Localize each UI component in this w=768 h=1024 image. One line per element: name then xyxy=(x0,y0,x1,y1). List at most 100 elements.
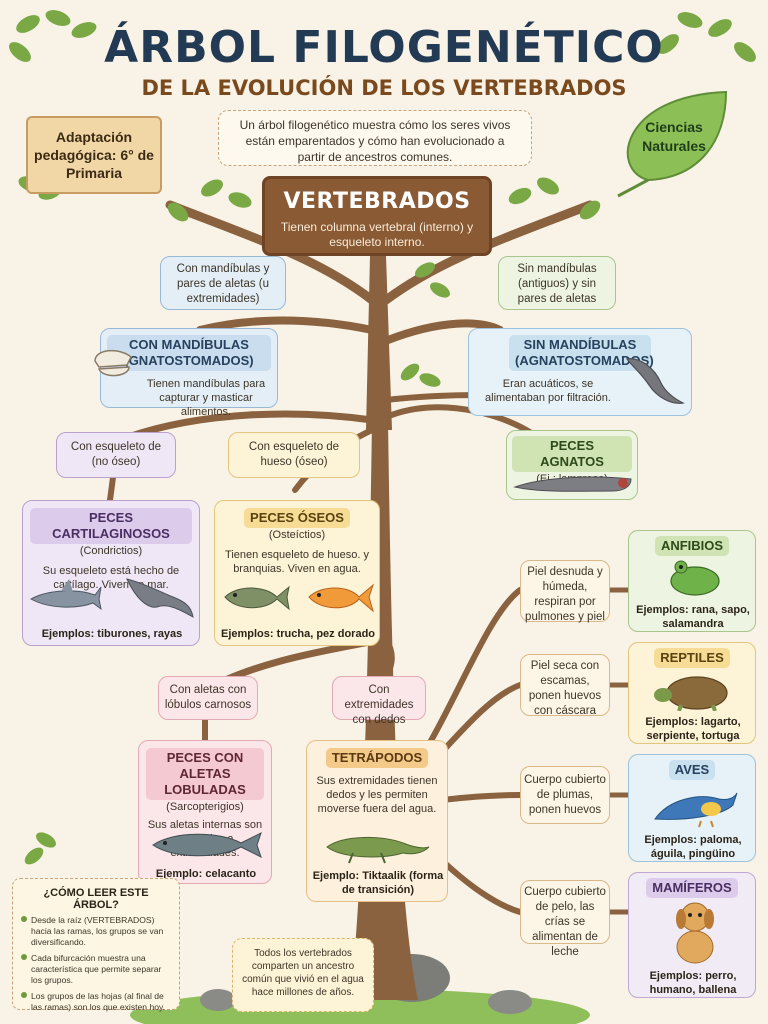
dog-icon xyxy=(676,902,714,964)
leaf xyxy=(9,42,31,62)
cartilaginous-title: PECES CARTILAGINOSOS xyxy=(30,508,192,544)
root-desc: Tienen columna vertebral (interno) y esq… xyxy=(280,220,474,249)
how-to-item: Los grupos de las hojas (al final de las… xyxy=(21,991,171,1013)
lobefin-sub: (Sarcopterigios) xyxy=(166,801,244,813)
leaf xyxy=(167,202,189,222)
label-digits: Con extremidades con dedos xyxy=(332,676,426,726)
group-gnathostomes: CON MANDÍBULAS (GNATOSTOMADOS) Tienen ma… xyxy=(94,328,278,418)
bird-icon xyxy=(654,792,738,828)
label-lobed: Con aletas con lóbulos carnosos xyxy=(158,676,258,720)
birds-examples: Ejemplos: paloma, águila, pingüino xyxy=(644,834,742,860)
lobefin-title: PECES CON ALETAS LOBULADAS xyxy=(146,748,264,800)
leaf xyxy=(400,363,420,381)
amphibians-title: ANFIBIOS xyxy=(654,536,730,556)
agnathans-title: SIN MANDÍBULAS (AGNATOSTOMADOS) xyxy=(509,335,654,371)
subject-badge: Ciencias Naturales xyxy=(642,119,706,154)
coelacanth-icon xyxy=(152,832,262,858)
turtle-icon xyxy=(654,676,728,711)
bony-sub: (Osteíctios) xyxy=(268,529,326,541)
leaf xyxy=(708,19,732,37)
reptiles-title: REPTILES xyxy=(654,648,730,668)
leaf xyxy=(579,200,601,220)
root-vertebrados-box: VERTEBRADOS Tienen columna vertebral (in… xyxy=(262,176,492,256)
leaf xyxy=(201,179,223,197)
trout-icon xyxy=(224,585,290,611)
leaf xyxy=(419,373,441,387)
label-cartilage: Con esqueleto de (no óseo) xyxy=(56,432,176,478)
rock xyxy=(488,990,532,1014)
how-to-read-title: ¿CÓMO LEER ESTE ÁRBOL? xyxy=(43,887,149,911)
tetrapods-title: TETRÁPODOS xyxy=(325,748,429,768)
leaf xyxy=(537,177,559,195)
intro-text: Un árbol filogenético muestra cómo los s… xyxy=(218,110,532,166)
branch xyxy=(116,410,376,444)
frog-icon xyxy=(670,560,720,596)
bony-desc: Tienen esqueleto de hueso. y branquias. … xyxy=(225,549,369,575)
label-amphib: Piel desnuda y húmeda, respiran por pulm… xyxy=(520,560,610,623)
root-title: VERTEBRADOS xyxy=(283,189,471,214)
label-no-jaws: Sin mandíbulas (antiguos) y sin pares de… xyxy=(498,256,616,310)
group-birds: AVES Ejemplos: paloma, águila, pingüino xyxy=(628,754,756,862)
common-ancestor-note: Todos los vertebrados comparten un ances… xyxy=(232,938,374,1012)
bony-examples: Ejemplos: trucha, pez dorado xyxy=(220,628,376,640)
leaf xyxy=(657,34,679,54)
agnatos-title: PECES AGNATOS xyxy=(512,436,632,472)
group-bony: PECES ÓSEOS (Osteíctios) Tienen esquelet… xyxy=(214,500,380,646)
group-mammals: MAMÍFEROS Ejemplos: perro, humano, balle… xyxy=(628,872,756,998)
group-lobefin: PECES CON ALETAS LOBULADAS (Sarcopterigi… xyxy=(138,740,272,884)
leaf-stem xyxy=(617,178,649,198)
label-bone: Con esqueleto de hueso (óseo) xyxy=(228,432,360,478)
amphibians-examples: Ejemplos: rana, sapo, salamandra xyxy=(636,604,750,630)
agnathans-desc: Eran acuáticos, se alimentaban por filtr… xyxy=(485,378,611,404)
mammals-examples: Ejemplos: perro, humano, ballena xyxy=(649,970,737,996)
birds-title: AVES xyxy=(668,760,716,780)
how-to-item: Cada bifurcación muestra una característ… xyxy=(21,953,171,986)
group-agnatos: PECES AGNATOS (Ej.: lampreas) xyxy=(506,430,638,500)
leaf xyxy=(415,262,435,278)
cartilaginous-examples: Ejemplos: tiburones, rayas xyxy=(41,628,183,640)
leaf xyxy=(16,15,40,33)
rock xyxy=(200,989,236,1011)
how-to-item: Desde la raíz (VERTEBRADOS) hacia las ra… xyxy=(21,915,171,948)
cartilaginous-sub: (Condrictios) xyxy=(79,545,143,557)
bony-title: PECES ÓSEOS xyxy=(244,508,350,528)
lobefin-examples: Ejemplo: celacanto xyxy=(155,868,257,880)
page-subtitle: DE LA EVOLUCIÓN DE LOS VERTEBRADOS xyxy=(141,76,627,100)
gnathostomes-desc: Tienen mandíbulas para capturar y mastic… xyxy=(146,378,266,418)
label-bird: Cuerpo cubierto de plumas, ponen huevos xyxy=(520,766,610,824)
tiktaalik-icon xyxy=(326,836,430,864)
lamprey-icon xyxy=(625,358,685,404)
how-to-read-box: ¿CÓMO LEER ESTE ÁRBOL? Desde la raíz (VE… xyxy=(12,878,180,1013)
jaw-skull-icon xyxy=(94,349,132,377)
leaf xyxy=(430,282,450,298)
page-title: ÁRBOL FILOGENÉTICO xyxy=(104,22,664,73)
leaf xyxy=(677,12,703,28)
group-reptiles: REPTILES Ejemplos: lagarto, serpiente, t… xyxy=(628,642,756,744)
tetrapods-desc: Sus extremidades tienen dedos y les perm… xyxy=(316,775,438,815)
goldfish-icon xyxy=(308,583,375,613)
branch xyxy=(383,392,483,403)
leaf xyxy=(45,10,71,26)
shark-icon xyxy=(29,579,102,611)
leaf xyxy=(24,847,44,865)
reptiles-examples: Ejemplos: lagarto, serpiente, tortuga xyxy=(645,716,741,742)
leaf xyxy=(734,42,756,62)
label-mammal: Cuerpo cubierto de pelo, las crías se al… xyxy=(520,880,610,958)
grade-sign: Adaptación pedagógica: 6° de Primaria xyxy=(26,116,162,194)
label-reptile: Piel seca con escamas, ponen huevos con … xyxy=(520,654,610,717)
leaf xyxy=(36,832,56,848)
branch xyxy=(196,316,376,334)
branch xyxy=(384,319,504,344)
leaf xyxy=(508,187,532,205)
group-cartilaginous: PECES CARTILAGINOSOS (Condrictios) Su es… xyxy=(22,500,200,646)
gnathostomes-title: CON MANDÍBULAS (GNATOSTOMADOS) xyxy=(107,335,271,371)
leaf xyxy=(71,22,97,38)
mammals-title: MAMÍFEROS xyxy=(646,878,738,898)
label-jaws: Con mandíbulas y pares de aletas (u extr… xyxy=(160,256,286,310)
lamprey-icon xyxy=(513,476,632,492)
group-tetrapods: TETRÁPODOS Sus extremidades tienen dedos… xyxy=(306,740,448,902)
leaf xyxy=(228,192,252,208)
tetrapods-examples: Ejemplo: Tiktaalik (forma de transición) xyxy=(312,870,444,896)
group-amphibians: ANFIBIOS Ejemplos: rana, sapo, salamandr… xyxy=(628,530,756,632)
group-agnathans: SIN MANDÍBULAS (AGNATOSTOMADOS) Eran acu… xyxy=(468,328,692,416)
